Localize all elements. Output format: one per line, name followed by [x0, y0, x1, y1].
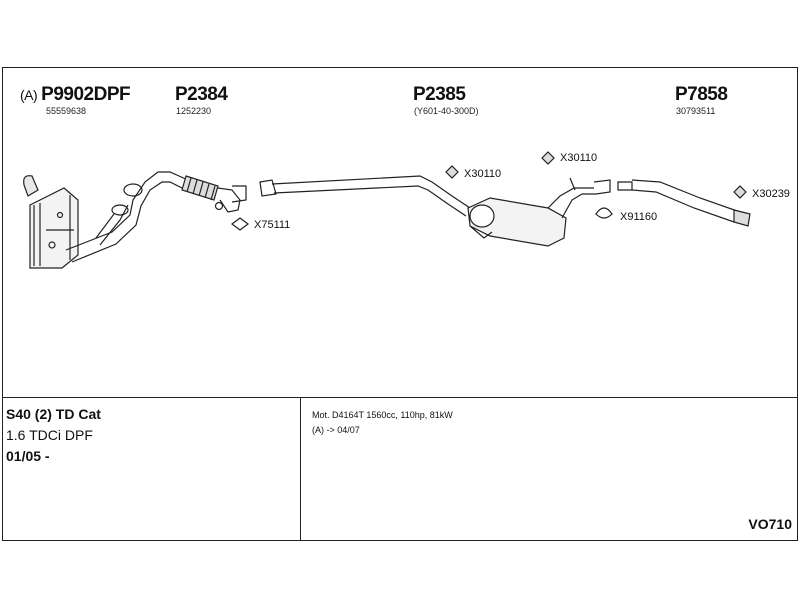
- x30110-clip-icon-2: [541, 151, 555, 165]
- vehicle-engine: 1.6 TDCi DPF: [6, 427, 93, 443]
- part-p2384-ref: 1252230: [176, 106, 212, 116]
- part-p7858-ref: 30793511: [676, 106, 716, 116]
- part-p2385: P2385: [413, 84, 466, 105]
- middle-pipe-muffler-icon: [259, 175, 611, 247]
- vehicle-model: S40 (2) TD Cat: [6, 406, 101, 422]
- info-column-divider: [300, 397, 301, 541]
- vehicle-date: 01/05 -: [6, 448, 50, 464]
- x30110-clip-icon: [445, 165, 459, 179]
- clip-label-x30239: X30239: [752, 188, 790, 200]
- part-p9902dpf-ref: 55559638: [46, 106, 87, 116]
- clip-label-x30110: X30110: [464, 168, 502, 180]
- x30239-clip-icon: [733, 185, 747, 199]
- clip-label-x91160: X91160: [620, 211, 658, 223]
- x75111-clip-icon: [231, 217, 249, 231]
- diagram-frame: [2, 67, 798, 541]
- diagram-code: VO710: [748, 516, 792, 532]
- clip-label-x75111: X75111: [254, 219, 291, 231]
- tail-pipe-icon: [617, 179, 751, 227]
- part-p7858: P7858: [675, 84, 728, 105]
- part-p9902dpf: (A)P9902DPF: [20, 84, 131, 105]
- part-p2384: P2384: [175, 84, 228, 105]
- date-range-note: (A) -> 04/07: [312, 425, 360, 435]
- x91160-clamp-icon: [595, 207, 613, 219]
- motor-spec: Mot. D4164T 1560cc, 110hp, 81kW: [312, 410, 453, 420]
- clip-label-x30110-2: X30110: [560, 152, 598, 164]
- info-divider: [2, 397, 798, 398]
- dpf-catalyst-icon: [23, 175, 79, 269]
- part-p2385-ref: (Y601-40-300D): [414, 106, 479, 116]
- front-pipe-icon: [65, 171, 247, 263]
